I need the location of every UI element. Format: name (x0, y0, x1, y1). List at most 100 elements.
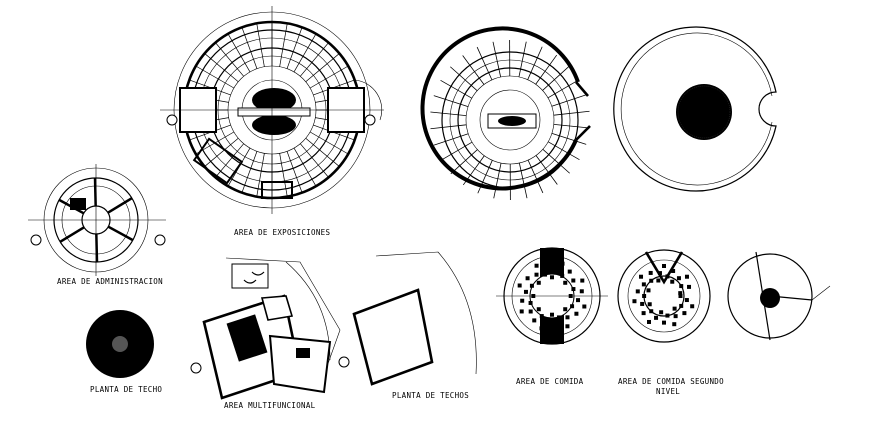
table-symbol (545, 320, 550, 325)
radial-partition (527, 46, 543, 80)
table-symbol (684, 298, 689, 303)
radial-partition (286, 27, 303, 69)
radial-partition (527, 159, 544, 194)
table-symbol (635, 289, 640, 294)
table-symbol (520, 298, 525, 303)
label-area-administracion: AREA DE ADMINISTRACION (57, 277, 163, 286)
radial-partition (300, 143, 329, 178)
radial-partition (293, 147, 317, 187)
plan-planta-de-techo: PLANTA DE TECHO (86, 310, 162, 394)
table-symbol (539, 326, 544, 331)
table-symbol (571, 278, 576, 283)
radial-partition (542, 148, 570, 174)
table-symbol (672, 322, 677, 327)
radial-partition (553, 123, 590, 129)
label-planta-de-techo: PLANTA DE TECHO (90, 385, 162, 394)
radial-partition (204, 53, 239, 82)
radial-partition (518, 41, 527, 78)
radial-partition (548, 141, 580, 161)
radial-partition (227, 33, 251, 73)
table-symbol (671, 268, 676, 273)
table-symbol (576, 298, 581, 303)
radial-partition (551, 133, 587, 145)
table-symbol (678, 291, 683, 296)
table-symbol (648, 270, 653, 275)
radial-partition (309, 65, 349, 89)
table-symbol (554, 267, 559, 272)
radial-partition (476, 46, 493, 81)
table-symbol (536, 307, 541, 312)
table-symbol (690, 304, 695, 309)
table-symbol (640, 301, 645, 306)
radial-partition (59, 226, 85, 243)
radial-partition (440, 79, 472, 99)
table-symbol (574, 311, 579, 316)
table-symbol (632, 299, 637, 304)
radial-partition (551, 94, 587, 107)
table-symbol (554, 323, 559, 328)
table-symbol (570, 304, 575, 309)
radial-partition (430, 124, 467, 130)
radial-partition (215, 42, 244, 77)
table-symbol (662, 264, 666, 268)
table-symbol (565, 324, 570, 329)
radial-partition (440, 141, 473, 161)
plan-circular-detail (420, 26, 591, 201)
table-symbol (565, 315, 570, 320)
table-symbol (525, 276, 530, 281)
radial-partition (256, 23, 265, 67)
radial-partition (256, 153, 265, 197)
radial-partition (477, 160, 493, 194)
table-symbol (647, 319, 651, 324)
plan-area-de-comida: AREA DE COMIDA (496, 247, 608, 386)
table-symbol (536, 280, 541, 285)
radial-partition (430, 111, 467, 117)
radial-partition (300, 42, 329, 77)
radial-partition (535, 155, 558, 185)
table-symbol (646, 288, 651, 293)
radial-partition (553, 110, 590, 116)
radial-partition (462, 155, 485, 186)
radial-partition (215, 143, 244, 178)
table-symbol (639, 274, 644, 279)
table-symbol (567, 269, 572, 274)
radial-partition (462, 55, 485, 85)
label-area-de-comida: AREA DE COMIDA (516, 377, 584, 386)
table-symbol (665, 313, 670, 318)
section-marker-icon (166, 114, 376, 374)
table-symbol (528, 300, 533, 305)
label-area-comida-segundo-l2: NIVEL (656, 387, 680, 396)
radial-partition (535, 54, 558, 85)
radial-partition (279, 153, 288, 197)
table-symbol (657, 271, 662, 276)
label-planta-de-techos: PLANTA DE TECHOS (392, 391, 469, 400)
table-symbol (676, 276, 681, 281)
radial-partition (305, 138, 340, 167)
table-symbol (560, 273, 565, 278)
radial-partition (107, 197, 133, 214)
table-symbol (563, 280, 568, 285)
radial-partition (547, 79, 580, 99)
table-symbol (647, 302, 652, 307)
table-symbol (528, 309, 533, 314)
radial-partition (241, 27, 258, 69)
table-symbol (523, 289, 528, 294)
table-symbol (532, 318, 537, 323)
radial-partition (95, 233, 99, 263)
label-area-exposiciones: AREA DE EXPOSICIONES (234, 228, 330, 237)
table-symbol (679, 284, 684, 289)
table-symbol (684, 274, 689, 279)
table-symbol (649, 278, 654, 283)
table-symbol (529, 283, 534, 288)
radial-partition (305, 53, 340, 82)
radial-partition (293, 33, 317, 73)
radial-partition (492, 41, 502, 78)
table-symbol (649, 309, 654, 314)
label-area-multifuncional: AREA MULTIFUNCIONAL (224, 401, 316, 410)
table-symbol (642, 294, 647, 298)
plan-area-administracion: AREA DE ADMINISTRACION (28, 164, 166, 286)
table-symbol (678, 294, 683, 298)
table-symbol (654, 315, 659, 320)
radial-partition (433, 95, 469, 107)
table-symbol (659, 310, 664, 315)
